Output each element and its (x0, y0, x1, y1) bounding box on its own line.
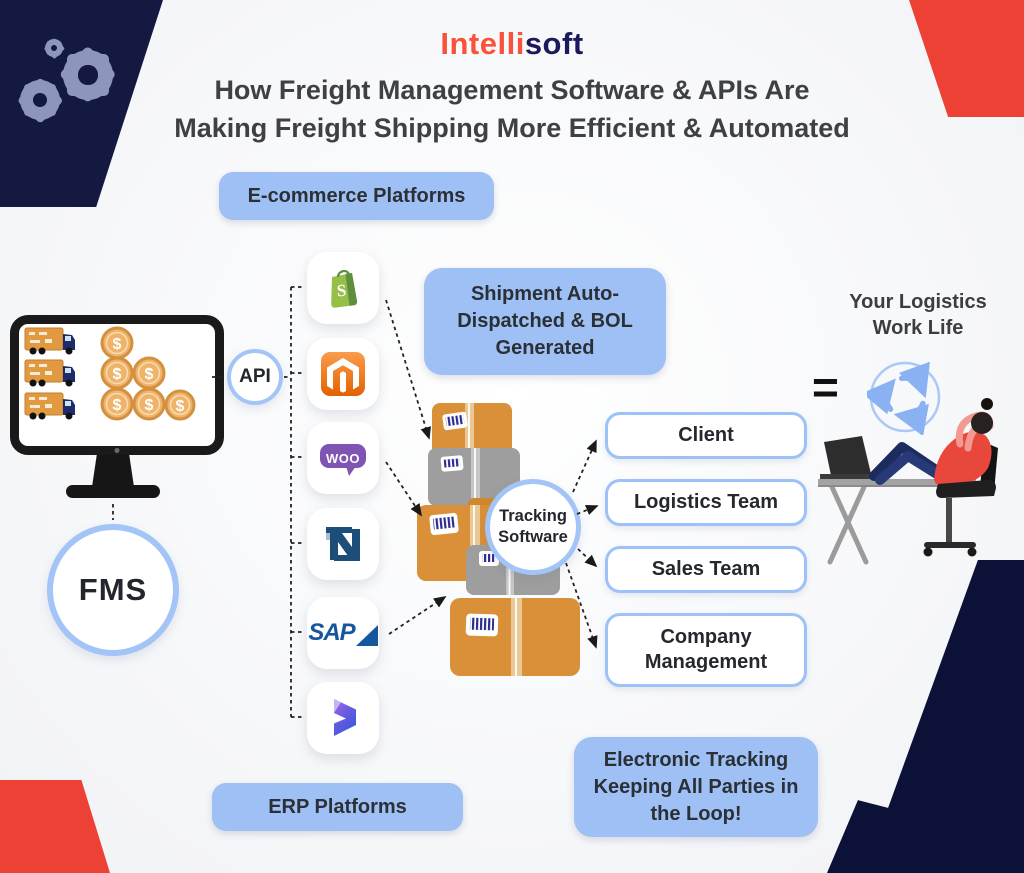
page-title-line1: How Freight Management Software & APIs A… (214, 75, 810, 105)
package-box (432, 403, 512, 458)
shipment-auto-dispatched-box: Shipment Auto- Dispatched & BOL Generate… (424, 268, 666, 375)
monitor-stand-base (66, 485, 160, 498)
svg-text:$: $ (176, 398, 185, 415)
monitor-stand-neck (92, 453, 134, 487)
electronic-box-line2: Keeping All Parties in (593, 775, 799, 798)
monitor-camera-dot (114, 448, 120, 453)
shopify-icon: S (331, 269, 358, 308)
tracking-label-line2: Software (498, 528, 568, 546)
bottom-right-navy-shape (827, 560, 1024, 873)
tile-woocommerce: WOO (307, 422, 379, 494)
shopify-letter: S (336, 281, 347, 301)
svg-text:$: $ (113, 336, 122, 353)
worklife-line1: Your Logistics (849, 291, 987, 313)
dynamics365-icon (334, 699, 356, 736)
brand-logo: Intellisoft (0, 26, 1024, 62)
brand-logo-part1: Intelli (440, 26, 525, 61)
recipient-logistics-team: Logistics Team (605, 479, 807, 526)
tile-netsuite (307, 508, 379, 580)
fms-label: FMS (78, 572, 148, 607)
page-title: How Freight Management Software & APIs A… (0, 71, 1024, 147)
woocommerce-icon: WOO (320, 444, 366, 476)
gear-medium-icon (16, 76, 64, 124)
shipment-box-line1: Shipment Auto- (470, 283, 620, 305)
recipient-client: Client (605, 412, 807, 459)
dollar-coin-icon: $ $ $ $ $ $ (100, 326, 196, 421)
erp-platforms-label: ERP Platforms (212, 783, 463, 831)
electronic-tracking-box: Electronic Tracking Keeping All Parties … (574, 737, 818, 837)
tile-shopify: S (307, 252, 379, 324)
gear-large-icon (58, 45, 118, 105)
monitor-screen-graphic: $ $ $ $ $ $ (24, 326, 196, 421)
package-stack-graphic (417, 403, 580, 676)
svg-text:$: $ (113, 366, 122, 383)
fms-node: FMS (47, 524, 179, 656)
package-box (450, 598, 580, 676)
bottom-left-red-shape (0, 780, 110, 873)
cycle-arrows-icon (867, 361, 941, 435)
electronic-box-line1: Electronic Tracking (603, 748, 789, 771)
api-label: API (239, 366, 271, 387)
shipment-box-line2: Dispatched & BOL (457, 310, 633, 332)
tile-magento (307, 338, 379, 410)
svg-text:$: $ (145, 397, 154, 414)
netsuite-icon (326, 527, 360, 561)
truck-icon (24, 327, 75, 420)
shipment-box-line3: Generated (495, 337, 595, 359)
equals-sign: = (812, 361, 839, 413)
woocommerce-label: WOO (326, 451, 360, 466)
tracking-software-node: Tracking Software (485, 479, 581, 575)
gear-small-icon (43, 37, 65, 59)
worklife-caption: Your Logistics Work Life (828, 289, 1008, 341)
brand-logo-part2: soft (524, 26, 584, 61)
package-box (428, 448, 520, 506)
api-node: API (227, 349, 283, 405)
sap-icon: SAP (308, 619, 378, 647)
magento-icon (321, 352, 365, 396)
electronic-box-line3: the Loop! (650, 802, 742, 825)
fms-monitor: $ $ $ $ $ $ (10, 315, 224, 455)
tile-dynamics365 (307, 682, 379, 754)
svg-text:$: $ (145, 366, 154, 383)
tile-sap: SAP (307, 597, 379, 669)
recipient-sales-team: Sales Team (605, 546, 807, 593)
sap-triangle (355, 625, 378, 646)
svg-text:$: $ (113, 397, 122, 414)
relaxing-worker-illustration (818, 398, 998, 565)
worklife-line2: Work Life (872, 317, 964, 339)
sap-label: SAP (308, 619, 355, 646)
tracking-label-line1: Tracking (499, 507, 567, 525)
recipient-company-management: Company Management (605, 613, 807, 687)
ecommerce-platforms-label: E-commerce Platforms (219, 172, 494, 220)
page-title-line2: Making Freight Shipping More Efficient &… (174, 113, 850, 143)
